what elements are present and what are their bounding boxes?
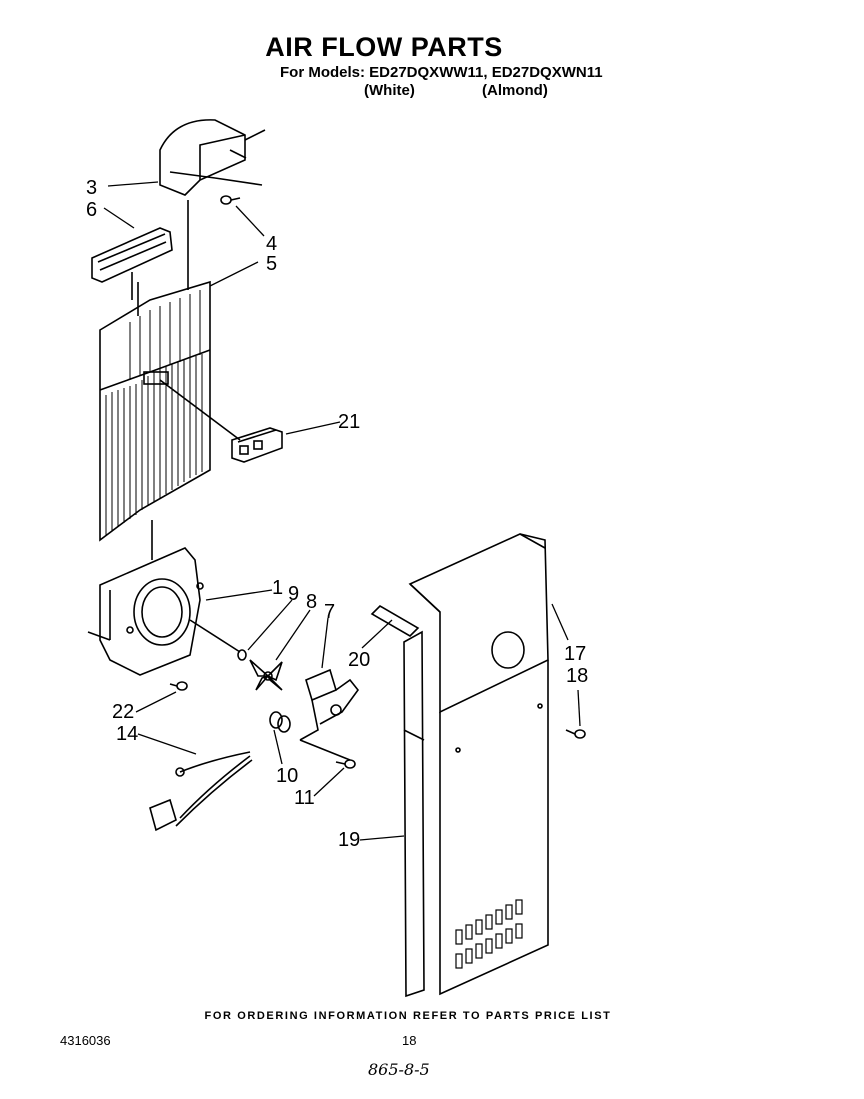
callout-4: 4 [266, 233, 277, 255]
part-4-screw [220, 195, 241, 205]
callout-20: 20 [348, 649, 370, 671]
part-11-screw [335, 759, 356, 769]
callout-1: 1 [272, 577, 283, 599]
part-18-screw [565, 729, 586, 739]
part-8-fan-blade [249, 659, 283, 691]
part-1-fan-shroud [87, 547, 241, 676]
callout-19: 19 [338, 829, 360, 851]
callout-11: 11 [294, 787, 315, 809]
part-6-grille [91, 227, 173, 300]
part-10-grommet [269, 711, 291, 733]
callout-22: 22 [112, 701, 134, 723]
variant-almond: (Almond) [482, 82, 548, 99]
callout-18: 18 [566, 665, 588, 687]
ordering-info: FOR ORDERING INFORMATION REFER TO PARTS … [204, 1010, 612, 1022]
leader-lines [103, 181, 581, 841]
callout-10: 10 [276, 765, 298, 787]
part-17-duct-panel [408, 533, 549, 996]
part-14-wiring-harness [149, 751, 253, 832]
page-number: 18 [402, 1033, 417, 1048]
callout-17: 17 [564, 643, 586, 665]
part-22-screw [169, 681, 188, 691]
callout-7: 7 [324, 601, 335, 623]
part-19-vertical-trim [403, 630, 425, 998]
callout-8: 8 [306, 591, 317, 613]
part-9-nut [237, 649, 247, 661]
part-21-damper-control [159, 379, 283, 463]
callout-9: 9 [288, 583, 299, 605]
callout-21: 21 [338, 411, 360, 433]
part-20-gasket [370, 604, 420, 638]
callout-14: 14 [116, 723, 138, 745]
page-title: AIR FLOW PARTS [265, 32, 503, 62]
callout-6: 6 [86, 199, 97, 221]
models-line: For Models: ED27DQXWW11, ED27DQXWN11 [280, 64, 603, 81]
document-number: 4316036 [60, 1033, 111, 1048]
callout-5: 5 [266, 253, 277, 275]
variant-white: (White) [364, 82, 415, 99]
part-7-fan-motor [299, 668, 360, 761]
part-5-ribbed-panel [99, 200, 211, 560]
part-3-air-duct [159, 119, 266, 196]
handwritten-note: 865-8-5 [368, 1060, 430, 1079]
callout-3: 3 [86, 177, 97, 199]
